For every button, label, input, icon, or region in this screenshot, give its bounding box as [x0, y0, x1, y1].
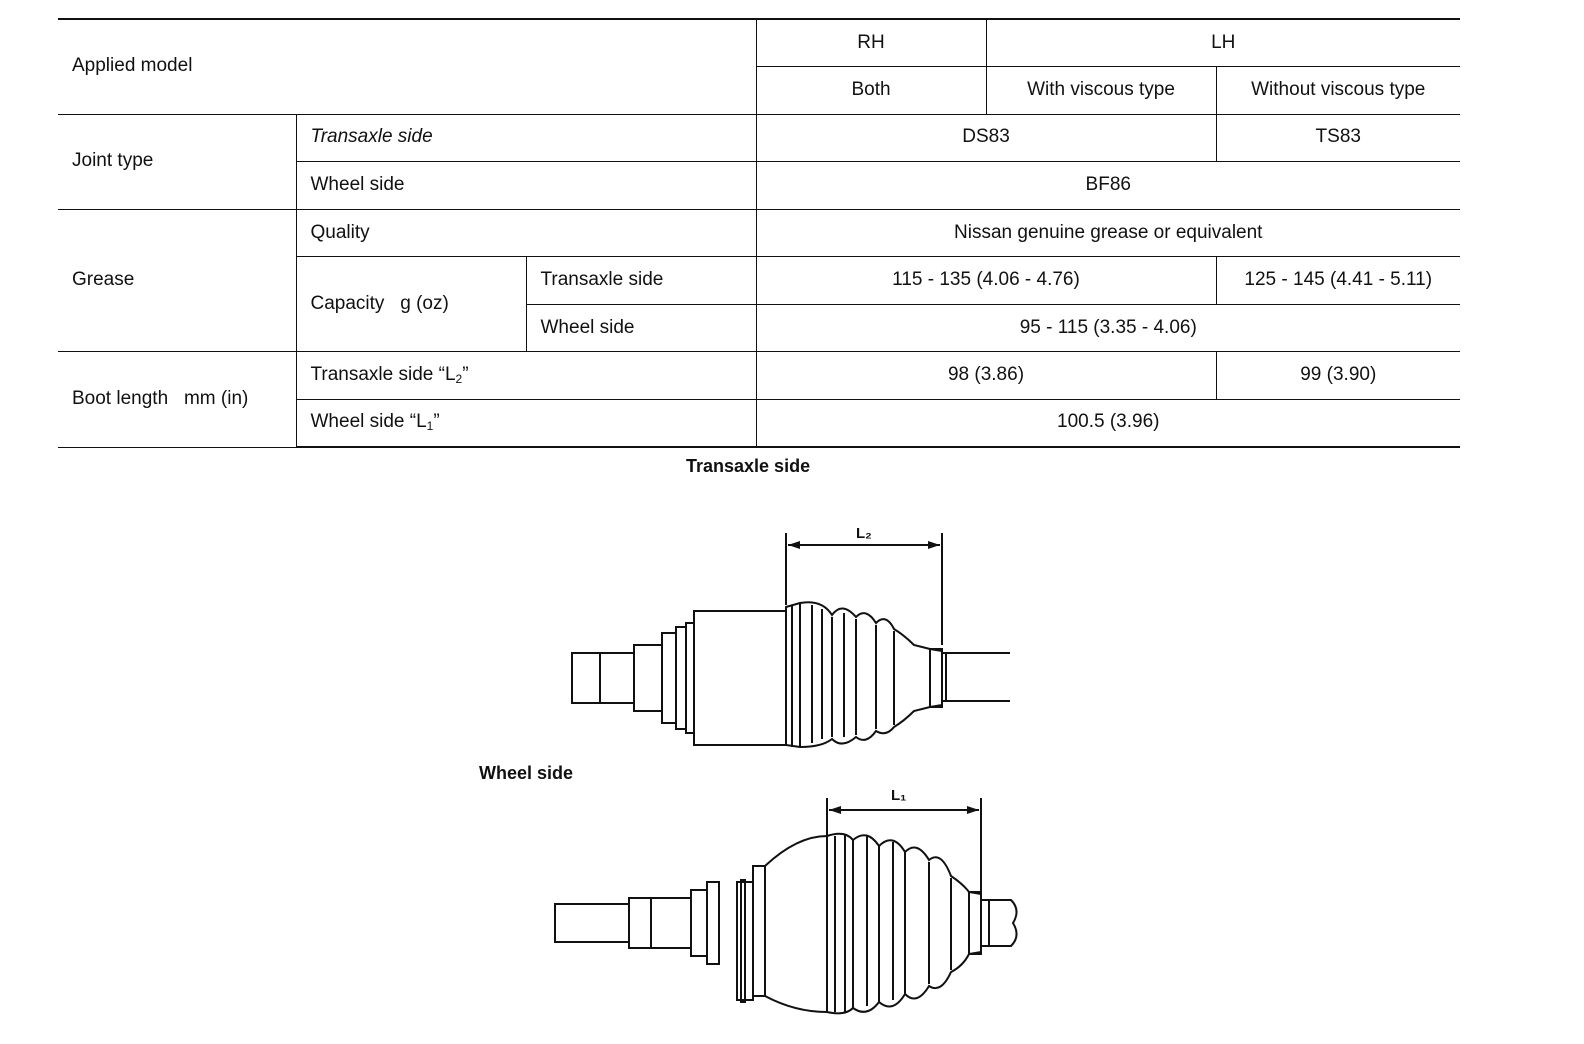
- boot-transaxle-label: Transaxle side “L2”: [295, 351, 757, 400]
- with-viscous-header: With viscous type: [985, 66, 1217, 115]
- transaxle-side-boot-diagram: L₂: [560, 525, 1020, 755]
- boot-transaxle-value-without: 99 (3.90): [1215, 351, 1461, 400]
- joint-wheel-value: BF86: [755, 161, 1461, 210]
- wheel-side-caption: Wheel side: [479, 763, 574, 783]
- grease-quality-label: Quality: [295, 208, 757, 258]
- grease-quality-value: Nissan genuine grease or equivalent: [755, 208, 1461, 258]
- transaxle-side-caption: Transaxle side: [686, 456, 811, 476]
- capacity-transaxle-value-without: 125 - 145 (4.41 - 5.11): [1215, 256, 1461, 305]
- boot-length-label: Boot length mm (in): [58, 351, 297, 448]
- capacity-wheel-label: Wheel side: [526, 303, 757, 353]
- capacity-transaxle-value-rh: 115 - 135 (4.06 - 4.76): [755, 256, 1217, 305]
- both-header: Both: [756, 66, 987, 115]
- capacity-transaxle-label: Transaxle side: [525, 256, 757, 305]
- joint-transaxle-side-label: Transaxle side: [295, 113, 757, 163]
- rh-header: RH: [755, 18, 987, 68]
- grease-label: Grease: [58, 208, 297, 353]
- boot-wheel-label: Wheel side “L1”: [296, 398, 757, 448]
- without-viscous-header: Without viscous type: [1215, 66, 1461, 115]
- l2-dimension-label: L₂: [856, 525, 872, 542]
- joint-wheel-side-label: Wheel side: [296, 161, 757, 210]
- joint-type-label: Joint type: [58, 113, 297, 210]
- applied-model-label: Applied model: [58, 17, 757, 115]
- grease-capacity-label: Capacity g (oz): [296, 256, 527, 353]
- boot-transaxle-value-rh: 98 (3.86): [755, 351, 1217, 400]
- joint-transaxle-value-ts83: TS83: [1215, 113, 1461, 163]
- lh-header: LH: [985, 18, 1461, 68]
- specification-table: Applied model RH LH Both With viscous ty…: [58, 17, 1461, 448]
- wheel-side-boot-diagram: L₁: [545, 780, 1035, 1020]
- joint-transaxle-value-ds83: DS83: [755, 113, 1217, 163]
- l1-dimension-label: L₁: [891, 787, 906, 804]
- boot-wheel-value: 100.5 (3.96): [755, 398, 1461, 448]
- capacity-wheel-value: 95 - 115 (3.35 - 4.06): [755, 303, 1461, 353]
